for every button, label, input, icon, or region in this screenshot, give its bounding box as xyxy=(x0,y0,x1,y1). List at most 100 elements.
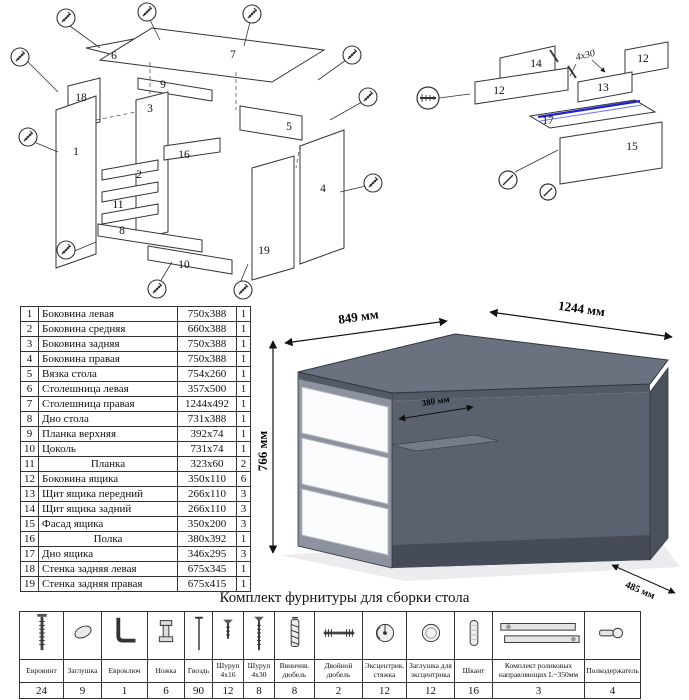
hardware-name: Двойной дюбель xyxy=(314,659,363,683)
rail-strip-lower xyxy=(101,203,159,225)
part-label-5: 5 xyxy=(286,121,292,133)
screw-size-note: 4x30 xyxy=(575,48,597,63)
part-qty: 1 xyxy=(236,336,251,352)
cam-cap-icon xyxy=(421,623,440,643)
part-qty: 1 xyxy=(236,531,251,547)
part-qty: 2 xyxy=(236,456,251,472)
panel-9-top-rail xyxy=(137,77,213,102)
panel-8-bottom xyxy=(97,223,203,253)
part-size: 392x74 xyxy=(177,426,237,442)
hardware-name: Заглушка для эксцентрика xyxy=(406,659,455,683)
part-size: 380x392 xyxy=(177,531,237,547)
hardware-name: Шуруп 4x30 xyxy=(243,659,275,683)
hardware-qty-row: 24 9 1 6 90 12 8 8 2 12 12 16 3 4 xyxy=(19,682,641,699)
svg-text:1244 мм: 1244 мм xyxy=(557,298,606,319)
part-label-12a: 12 xyxy=(493,85,505,97)
panel-4-right-side xyxy=(299,129,345,265)
part-label-7: 7 xyxy=(230,49,236,61)
panel-13-drawer-front xyxy=(577,71,633,103)
svg-text:766 мм: 766 мм xyxy=(255,431,270,472)
part-number: 11 xyxy=(20,456,39,472)
part-label-14: 14 xyxy=(530,58,542,70)
hardware-qty: 12 xyxy=(212,682,244,699)
drawer-front-3 xyxy=(301,488,389,556)
roller-rail xyxy=(537,99,643,122)
part-size: 750x388 xyxy=(177,336,237,352)
rail-strip-11 xyxy=(101,181,159,203)
part-label-2: 2 xyxy=(136,169,142,181)
euroscrew-icon xyxy=(36,613,47,651)
part-label-11: 11 xyxy=(112,199,123,211)
svg-text:849 мм: 849 мм xyxy=(337,306,379,327)
hardware-qty: 12 xyxy=(406,682,455,699)
part-name: Боковина правая xyxy=(38,351,178,367)
part-size: 357x500 xyxy=(177,381,237,397)
part-size: 350x110 xyxy=(177,471,237,487)
part-number: 16 xyxy=(20,531,39,547)
hardware-name: Гвоздь xyxy=(184,659,213,683)
dimension-1244: 1244 мм xyxy=(489,298,673,341)
part-number: 5 xyxy=(20,366,39,382)
part-name: Боковина левая xyxy=(38,306,178,322)
part-size: 750x388 xyxy=(177,306,237,322)
part-qty: 1 xyxy=(236,396,251,412)
panel-12-drawer-side-left xyxy=(474,67,569,105)
wood-dowel-icon xyxy=(469,620,478,646)
part-size: 266x110 xyxy=(177,501,237,517)
desk-top-surface xyxy=(297,333,669,394)
cam-fastener-icons xyxy=(498,149,559,201)
nail-icon xyxy=(194,616,203,651)
hardware-qty: 8 xyxy=(243,682,275,699)
hardware-name: Евровинт xyxy=(19,659,64,683)
part-number: 1 xyxy=(20,306,39,322)
part-label-10: 10 xyxy=(178,259,190,271)
part-qty: 1 xyxy=(236,411,251,427)
part-label-9: 9 xyxy=(160,79,166,91)
part-label-8: 8 xyxy=(119,225,125,237)
part-qty: 3 xyxy=(236,501,251,517)
part-number: 7 xyxy=(20,396,39,412)
hardware-name: Заглушка xyxy=(63,659,102,683)
desk-shelf xyxy=(391,434,500,452)
screw-4x30-icon xyxy=(254,616,264,651)
hardware-names-row: Евровинт Заглушка Евроключ Ножка Гвоздь … xyxy=(19,659,641,683)
part-number: 9 xyxy=(20,426,39,442)
double-dowel-icon xyxy=(323,629,354,637)
part-number: 4 xyxy=(20,351,39,367)
hardware-name: Комплект роликовых направляющих L~350мм xyxy=(492,659,585,683)
panel-12-drawer-side-right xyxy=(624,41,669,77)
part-name: Боковина ящика xyxy=(38,471,178,487)
part-name: Планка xyxy=(38,456,178,472)
panel-19-back-right xyxy=(251,155,295,281)
part-number: 13 xyxy=(20,486,39,502)
part-label-18: 18 xyxy=(75,92,87,104)
panel-17-drawer-bottom xyxy=(528,99,657,129)
screw-4x30-icon xyxy=(549,49,577,79)
part-name: Столешница правая xyxy=(38,396,178,412)
part-qty: 1 xyxy=(236,381,251,397)
part-name: Дно ящика xyxy=(38,546,178,562)
part-name: Столешница левая xyxy=(38,381,178,397)
dimension-766: 766 мм xyxy=(255,340,278,554)
hardware-qty: 6 xyxy=(147,682,185,699)
part-name: Щит ящика передний xyxy=(38,486,178,502)
part-label-1: 1 xyxy=(73,146,79,158)
part-label-15: 15 xyxy=(626,141,638,153)
part-qty: 3 xyxy=(236,516,251,532)
part-number: 6 xyxy=(20,381,39,397)
panel-10-plinth xyxy=(147,245,233,275)
part-name: Планка верхняя xyxy=(38,426,178,442)
part-name: Вязка стола xyxy=(38,366,178,382)
